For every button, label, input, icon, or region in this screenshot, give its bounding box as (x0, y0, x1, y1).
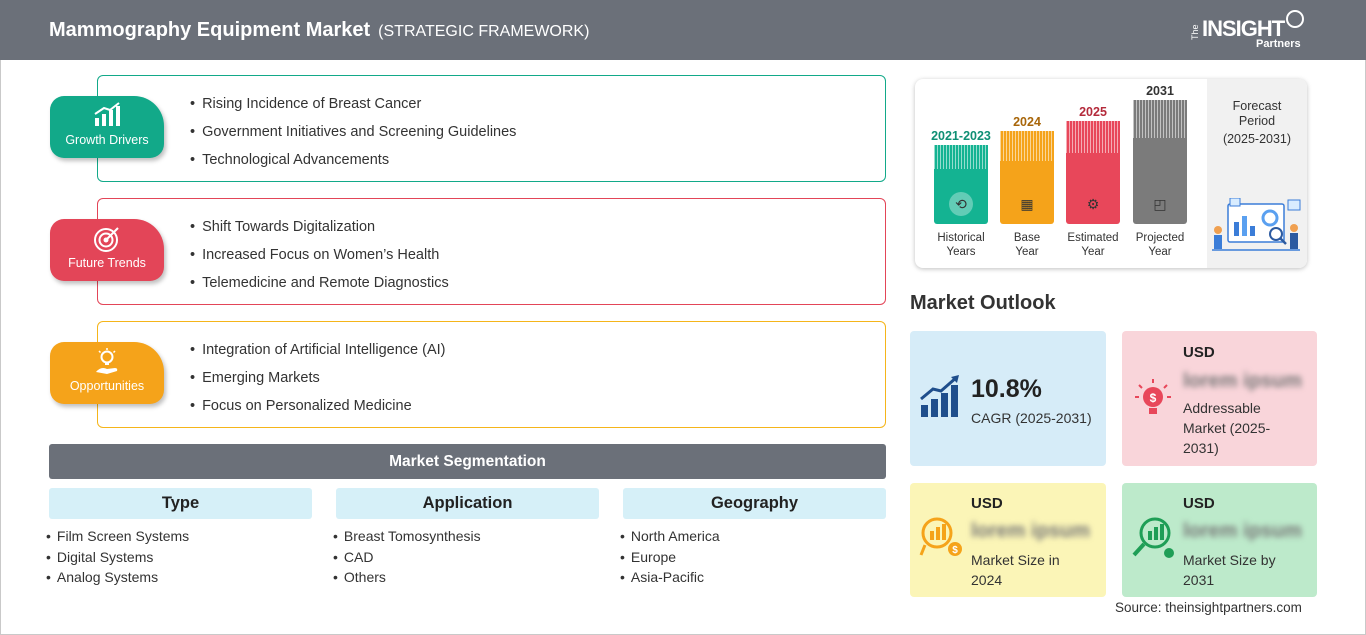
cagr-value: 10.8% (971, 375, 1042, 403)
segment-column-type: Type Film Screen Systems Digital Systems… (49, 488, 312, 588)
list-item: Emerging Markets (190, 366, 445, 394)
forecast-range: (2025-2031) (1222, 132, 1292, 146)
growth-chart-icon (50, 102, 164, 132)
timeline-bar-estimated: ⚙ (1066, 121, 1120, 224)
svg-text:$: $ (1150, 391, 1157, 405)
growth-drivers-tag: Growth Drivers (50, 96, 164, 158)
size2031-usd: USD (1183, 495, 1215, 512)
cagr-card: 10.8% CAGR (2025-2031) (910, 331, 1106, 466)
size2024-usd: USD (971, 495, 1003, 512)
lightbulb-hand-icon (50, 348, 164, 378)
segmentation-title: Market Segmentation (49, 444, 886, 479)
growth-bars-icon (918, 375, 964, 421)
presentation-board-icon: ◰ (1153, 196, 1167, 212)
list-item: Breast Tomosynthesis (333, 526, 599, 547)
list-item: Technological Advancements (190, 148, 516, 176)
list-item: Rising Incidence of Breast Cancer (190, 92, 516, 120)
size2024-value: lorem ipsum (971, 520, 1090, 542)
segment-head: Application (336, 488, 599, 519)
list-item: Digital Systems (46, 547, 312, 568)
list-item: Asia-Pacific (620, 567, 886, 588)
list-item: Telemedicine and Remote Diagnostics (190, 271, 449, 299)
history-clock-icon: ⟲ (949, 192, 973, 216)
list-item: Shift Towards Digitalization (190, 215, 449, 243)
year-label: 2021-2023 (931, 129, 991, 143)
size2031-value: lorem ipsum (1183, 520, 1302, 542)
list-item: Government Initiatives and Screening Gui… (190, 120, 516, 148)
magnifier-chart-icon (1130, 515, 1176, 561)
year-label: 2024 (1013, 115, 1041, 129)
segment-head: Type (49, 488, 312, 519)
logo-ring-icon (1286, 10, 1304, 28)
future-trends-tag: Future Trends (50, 219, 164, 281)
list-item: Integration of Artificial Intelligence (… (190, 338, 445, 366)
insight-partners-logo[interactable]: The INSIGHT Partners (1190, 10, 1310, 52)
page-title: Mammography Equipment Market(STRATEGIC F… (49, 19, 590, 41)
opportunities-tag: Opportunities (50, 342, 164, 404)
future-trends-list: Shift Towards Digitalization Increased F… (190, 215, 449, 299)
segment-head: Geography (623, 488, 886, 519)
year-label: 2031 (1146, 84, 1174, 98)
growth-drivers-box: Rising Incidence of Breast Cancer Govern… (97, 75, 886, 182)
year-label: 2025 (1079, 105, 1107, 119)
market-outlook-title: Market Outlook (910, 292, 1056, 314)
timeline-bar-projected: ◰ (1133, 100, 1187, 224)
segment-column-application: Application Breast Tomosynthesis CAD Oth… (336, 488, 599, 588)
list-item: North America (620, 526, 886, 547)
list-item: CAD (333, 547, 599, 568)
timeline-bar-historical: ⟲ (934, 145, 988, 224)
page-subtitle: (STRATEGIC FRAMEWORK) (378, 23, 590, 40)
cagr-label: CAGR (2025-2031) (971, 410, 1092, 426)
opportunities-box: Integration of Artificial Intelligence (… (97, 321, 886, 428)
analysts-dashboard-icon (1210, 197, 1302, 256)
svg-text:$: $ (952, 545, 958, 556)
list-item: Focus on Personalized Medicine (190, 394, 445, 422)
segment-column-geography: Geography North America Europe Asia-Paci… (623, 488, 886, 588)
list-item: Europe (620, 547, 886, 568)
calendar-icon: ▦ (1020, 196, 1034, 212)
addressable-usd: USD (1183, 344, 1215, 361)
target-icon (50, 225, 164, 255)
list-item: Analog Systems (46, 567, 312, 588)
growth-drivers-list: Rising Incidence of Breast Cancer Govern… (190, 92, 516, 176)
money-chart-icon: $ (918, 515, 964, 561)
addressable-value: lorem ipsum (1183, 370, 1302, 392)
money-idea-icon: $ (1130, 375, 1176, 421)
opportunities-list: Integration of Artificial Intelligence (… (190, 338, 445, 422)
settings-chart-icon: ⚙ (1086, 196, 1100, 212)
list-item: Increased Focus on Women’s Health (190, 243, 449, 271)
source-note: Source: theinsightpartners.com (1115, 600, 1302, 615)
list-item: Film Screen Systems (46, 526, 312, 547)
header-bar: Mammography Equipment Market(STRATEGIC F… (0, 0, 1366, 60)
list-item: Others (333, 567, 599, 588)
timeline-bar-base: ▦ (1000, 131, 1054, 224)
future-trends-box: Shift Towards Digitalization Increased F… (97, 198, 886, 305)
